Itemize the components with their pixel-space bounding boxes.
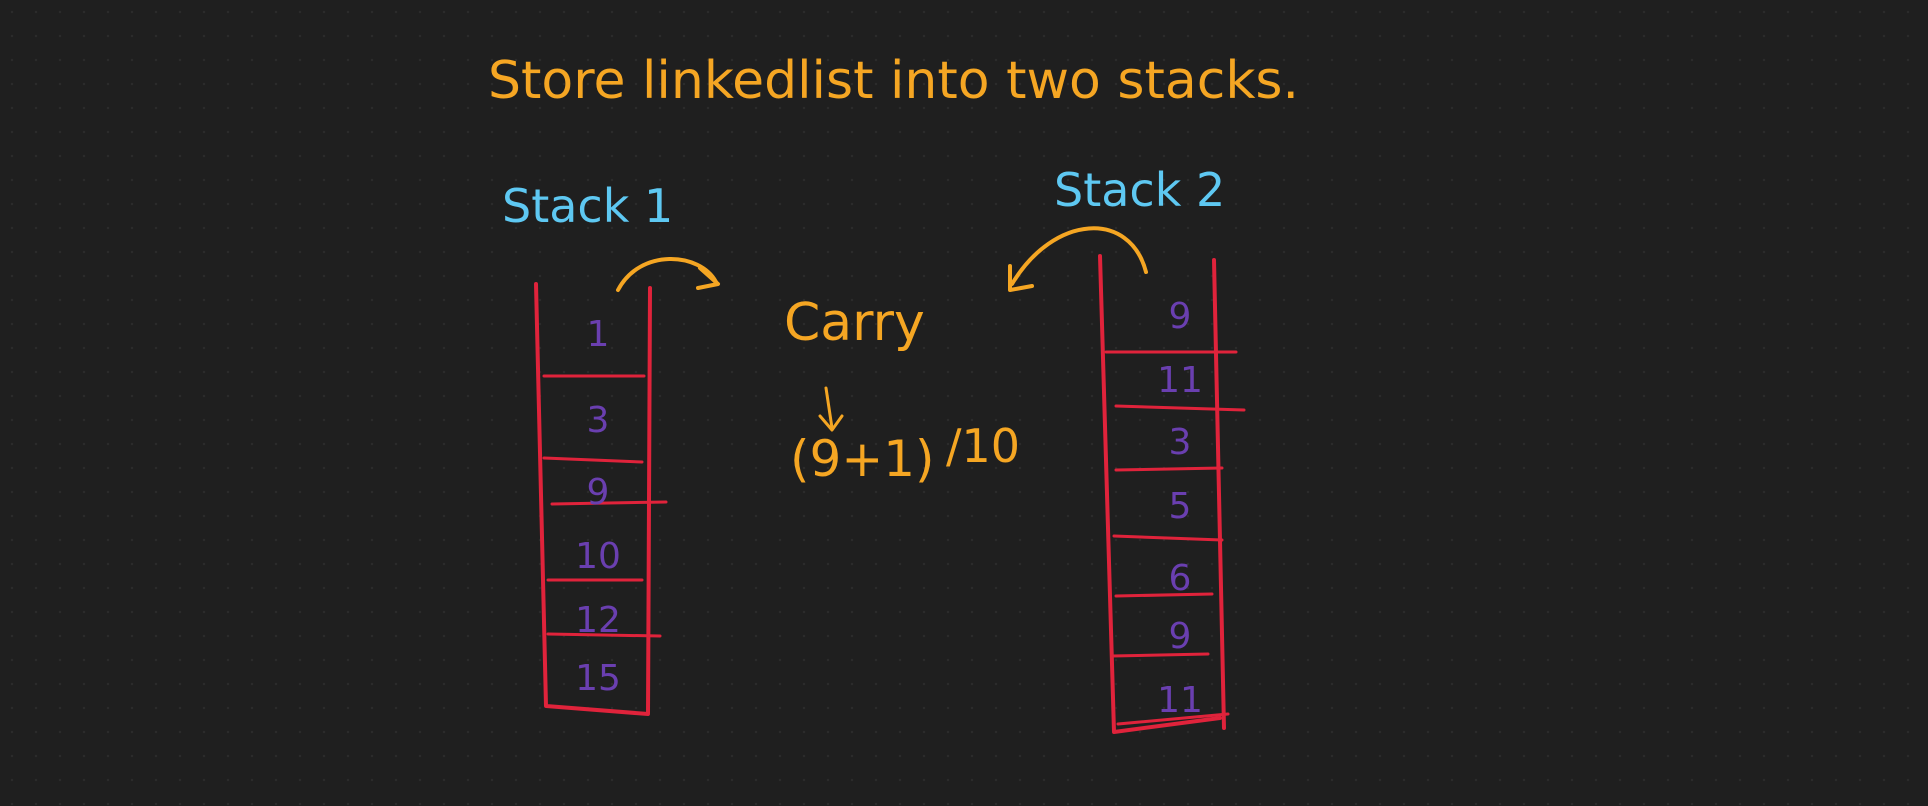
stack1-cell-divider (550, 500, 668, 506)
stack1-cell-divider (546, 632, 662, 638)
stack2-cell-divider (1114, 592, 1214, 598)
page-title: Store linkedlist into two stacks. (488, 51, 1299, 111)
stack1-cell-divider (542, 456, 644, 464)
stack2-cell-value: 9 (1169, 296, 1192, 337)
carry-label: Carry (784, 293, 925, 353)
stack2-cell-divider (1114, 404, 1246, 412)
stack2-cell-value: 3 (1169, 422, 1192, 463)
stack1-cell-value: 3 (587, 400, 610, 441)
stack1-cell-value: 12 (575, 600, 621, 641)
carry-down-arrow (818, 386, 844, 432)
stack1-cell-value: 1 (587, 314, 610, 355)
stack2-cell-value: 11 (1157, 360, 1203, 401)
stack2-cell-divider (1110, 652, 1210, 658)
stack1-label: Stack 1 (502, 179, 673, 233)
stack2-cell-value: 11 (1157, 680, 1203, 721)
stack1-cell-value: 9 (587, 472, 610, 513)
stack2-pop-arrow (1008, 226, 1148, 292)
stack2-container (1098, 254, 1226, 734)
stack2-label: Stack 2 (1054, 163, 1225, 217)
stack1-cell-value: 10 (575, 536, 621, 577)
stack2-cell-value: 6 (1169, 558, 1192, 599)
stack1-pop-arrow (616, 257, 720, 292)
carry-formula: (9+1) (790, 430, 935, 488)
carry-divisor: /10 (946, 419, 1020, 473)
stack2-cell-divider (1116, 712, 1230, 726)
stack2-cell-value: 9 (1169, 616, 1192, 657)
stack2-cell-value: 5 (1169, 486, 1192, 527)
stack2-cell-divider (1114, 466, 1224, 472)
stack1-cell-value: 15 (575, 658, 621, 699)
stack2-cell-divider (1112, 534, 1224, 542)
